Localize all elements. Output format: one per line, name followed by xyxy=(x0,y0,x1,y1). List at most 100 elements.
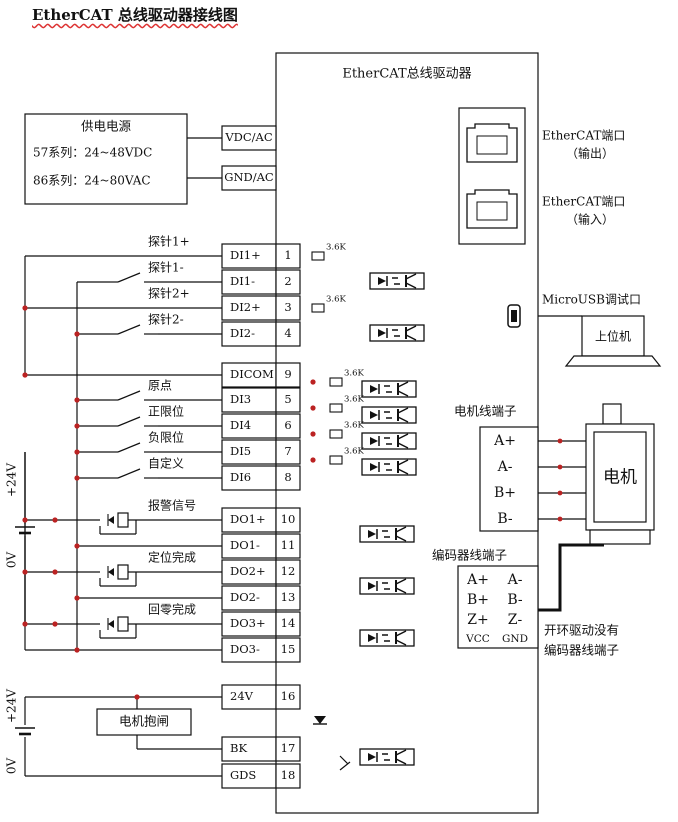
output-2-terminal xyxy=(221,559,277,585)
pc-screen-icon xyxy=(581,315,645,357)
motor-pin-2: B+ xyxy=(494,485,516,501)
output-0-terminal-label: DO1+ xyxy=(230,512,266,526)
output-4-pin-number: 14 xyxy=(281,616,296,630)
input-1-pin xyxy=(275,387,301,413)
output-0-terminal xyxy=(221,507,277,533)
encoder-pin-right-0: A- xyxy=(507,572,523,588)
probe-3-terminal-label: DI2- xyxy=(230,326,255,340)
transistor-legs xyxy=(395,526,407,542)
probe-3-pin xyxy=(275,321,301,347)
brake-bk-terminal xyxy=(221,736,277,762)
junction-dot xyxy=(22,372,28,378)
output-4-terminal-label: DO3+ xyxy=(230,616,266,630)
probe-3-pin-number: 4 xyxy=(284,326,291,340)
output-3-pin xyxy=(275,585,301,611)
output-3-pin-number: 13 xyxy=(281,590,296,604)
transistor-icon xyxy=(339,755,351,771)
motor-pin-0: A+ xyxy=(493,433,516,449)
diode-icon xyxy=(108,516,114,524)
junction-dot xyxy=(74,475,80,481)
optocoupler-icon xyxy=(359,748,415,766)
resistor-label: 3.6K xyxy=(344,421,365,431)
junction-dot xyxy=(74,331,80,337)
probe2-minus-label: 探针2- xyxy=(148,312,184,327)
output-3-terminal xyxy=(221,585,277,611)
usb-label: MicroUSB调试口 xyxy=(542,292,641,307)
brake-gds-pin-number: 18 xyxy=(281,768,296,782)
brake-gds-terminal xyxy=(221,763,277,789)
transistor-legs xyxy=(395,578,407,594)
junction-dot xyxy=(22,305,28,311)
input-0-pin-number: 9 xyxy=(284,367,291,381)
transistor-legs xyxy=(397,433,409,449)
switch-blade xyxy=(117,416,141,427)
resistor-icon xyxy=(329,377,343,387)
junction-dot xyxy=(134,694,140,700)
light-arrows xyxy=(384,385,392,393)
junction-dot xyxy=(52,621,58,627)
power-supply-box xyxy=(24,113,188,205)
motor-terminal-box xyxy=(479,426,539,532)
encoder-pin-left-2: Z+ xyxy=(467,612,488,628)
junction-dot xyxy=(52,569,58,575)
encoder-note-2: 编码器线端子 xyxy=(544,643,619,658)
input-2-pin-number: 6 xyxy=(284,418,291,432)
flyback-diode-icon xyxy=(314,716,326,724)
input-3-pin-number: 7 xyxy=(284,444,291,458)
transistor-legs xyxy=(405,273,417,289)
brake-24v-terminal-label: 24V xyxy=(230,689,254,703)
resistor-label: 3.6K xyxy=(344,447,365,457)
led-triangle xyxy=(370,411,378,419)
motor-face xyxy=(593,431,647,523)
switch-blade xyxy=(117,272,141,283)
page-title: EtherCAT 总线驱动器接线图 xyxy=(32,6,238,24)
output-2-terminal-label: DO2+ xyxy=(230,564,266,578)
junction-dot xyxy=(74,397,80,403)
input-1-terminal xyxy=(221,387,277,413)
switch-blade xyxy=(117,442,141,453)
input-4-terminal-label: DI6 xyxy=(230,470,251,484)
probe-0-pin xyxy=(275,243,301,269)
output-4-label: 回零完成 xyxy=(148,602,196,617)
switch-blade xyxy=(117,324,141,335)
probe-2-pin xyxy=(275,295,301,321)
probe-2-pin-number: 3 xyxy=(284,300,291,314)
junction-dot xyxy=(22,517,28,523)
led-triangle xyxy=(368,582,376,590)
supply-zero-label: 0V xyxy=(5,552,19,569)
motor-pin-1: A- xyxy=(497,459,513,475)
transistor-legs xyxy=(395,749,407,765)
light-arrows xyxy=(382,753,390,761)
optocoupler-icon xyxy=(359,525,415,543)
port-out-label: EtherCAT端口 xyxy=(542,129,625,143)
light-arrows xyxy=(392,277,400,285)
brake-box xyxy=(96,708,192,736)
power-line1: 57系列：24~48VDC xyxy=(33,146,152,160)
encoder-title: 编码器线端子 xyxy=(432,548,507,563)
transistor-legs xyxy=(395,630,407,646)
input-2-terminal-label: DI4 xyxy=(230,418,251,432)
motor-shaft xyxy=(602,403,622,425)
junction-dot xyxy=(22,569,28,575)
transistor-legs xyxy=(397,381,409,397)
output-2-pin-number: 12 xyxy=(281,564,296,578)
input-3-terminal xyxy=(221,439,277,465)
brake-bk-terminal-label: BK xyxy=(230,741,247,755)
motor-rear xyxy=(589,529,651,545)
led-triangle xyxy=(378,277,386,285)
port-in-label: EtherCAT端口 xyxy=(542,195,625,209)
output-5-terminal xyxy=(221,637,277,663)
probe-3-terminal xyxy=(221,321,277,347)
light-arrows xyxy=(392,329,400,337)
input-1-terminal-label: DI3 xyxy=(230,392,251,406)
junction-dot xyxy=(310,405,316,411)
probe-0-terminal-label: DI1+ xyxy=(230,248,261,262)
led-triangle xyxy=(370,437,378,445)
transistor-legs xyxy=(397,459,409,475)
terminal-gnd-label: GND/AC xyxy=(224,170,274,184)
output-1-pin xyxy=(275,533,301,559)
resistor-label: 3.6K xyxy=(326,295,347,305)
power-title: 供电电源 xyxy=(81,119,132,134)
optocoupler-icon xyxy=(369,272,425,290)
brake-label: 电机抱闸 xyxy=(119,714,169,729)
